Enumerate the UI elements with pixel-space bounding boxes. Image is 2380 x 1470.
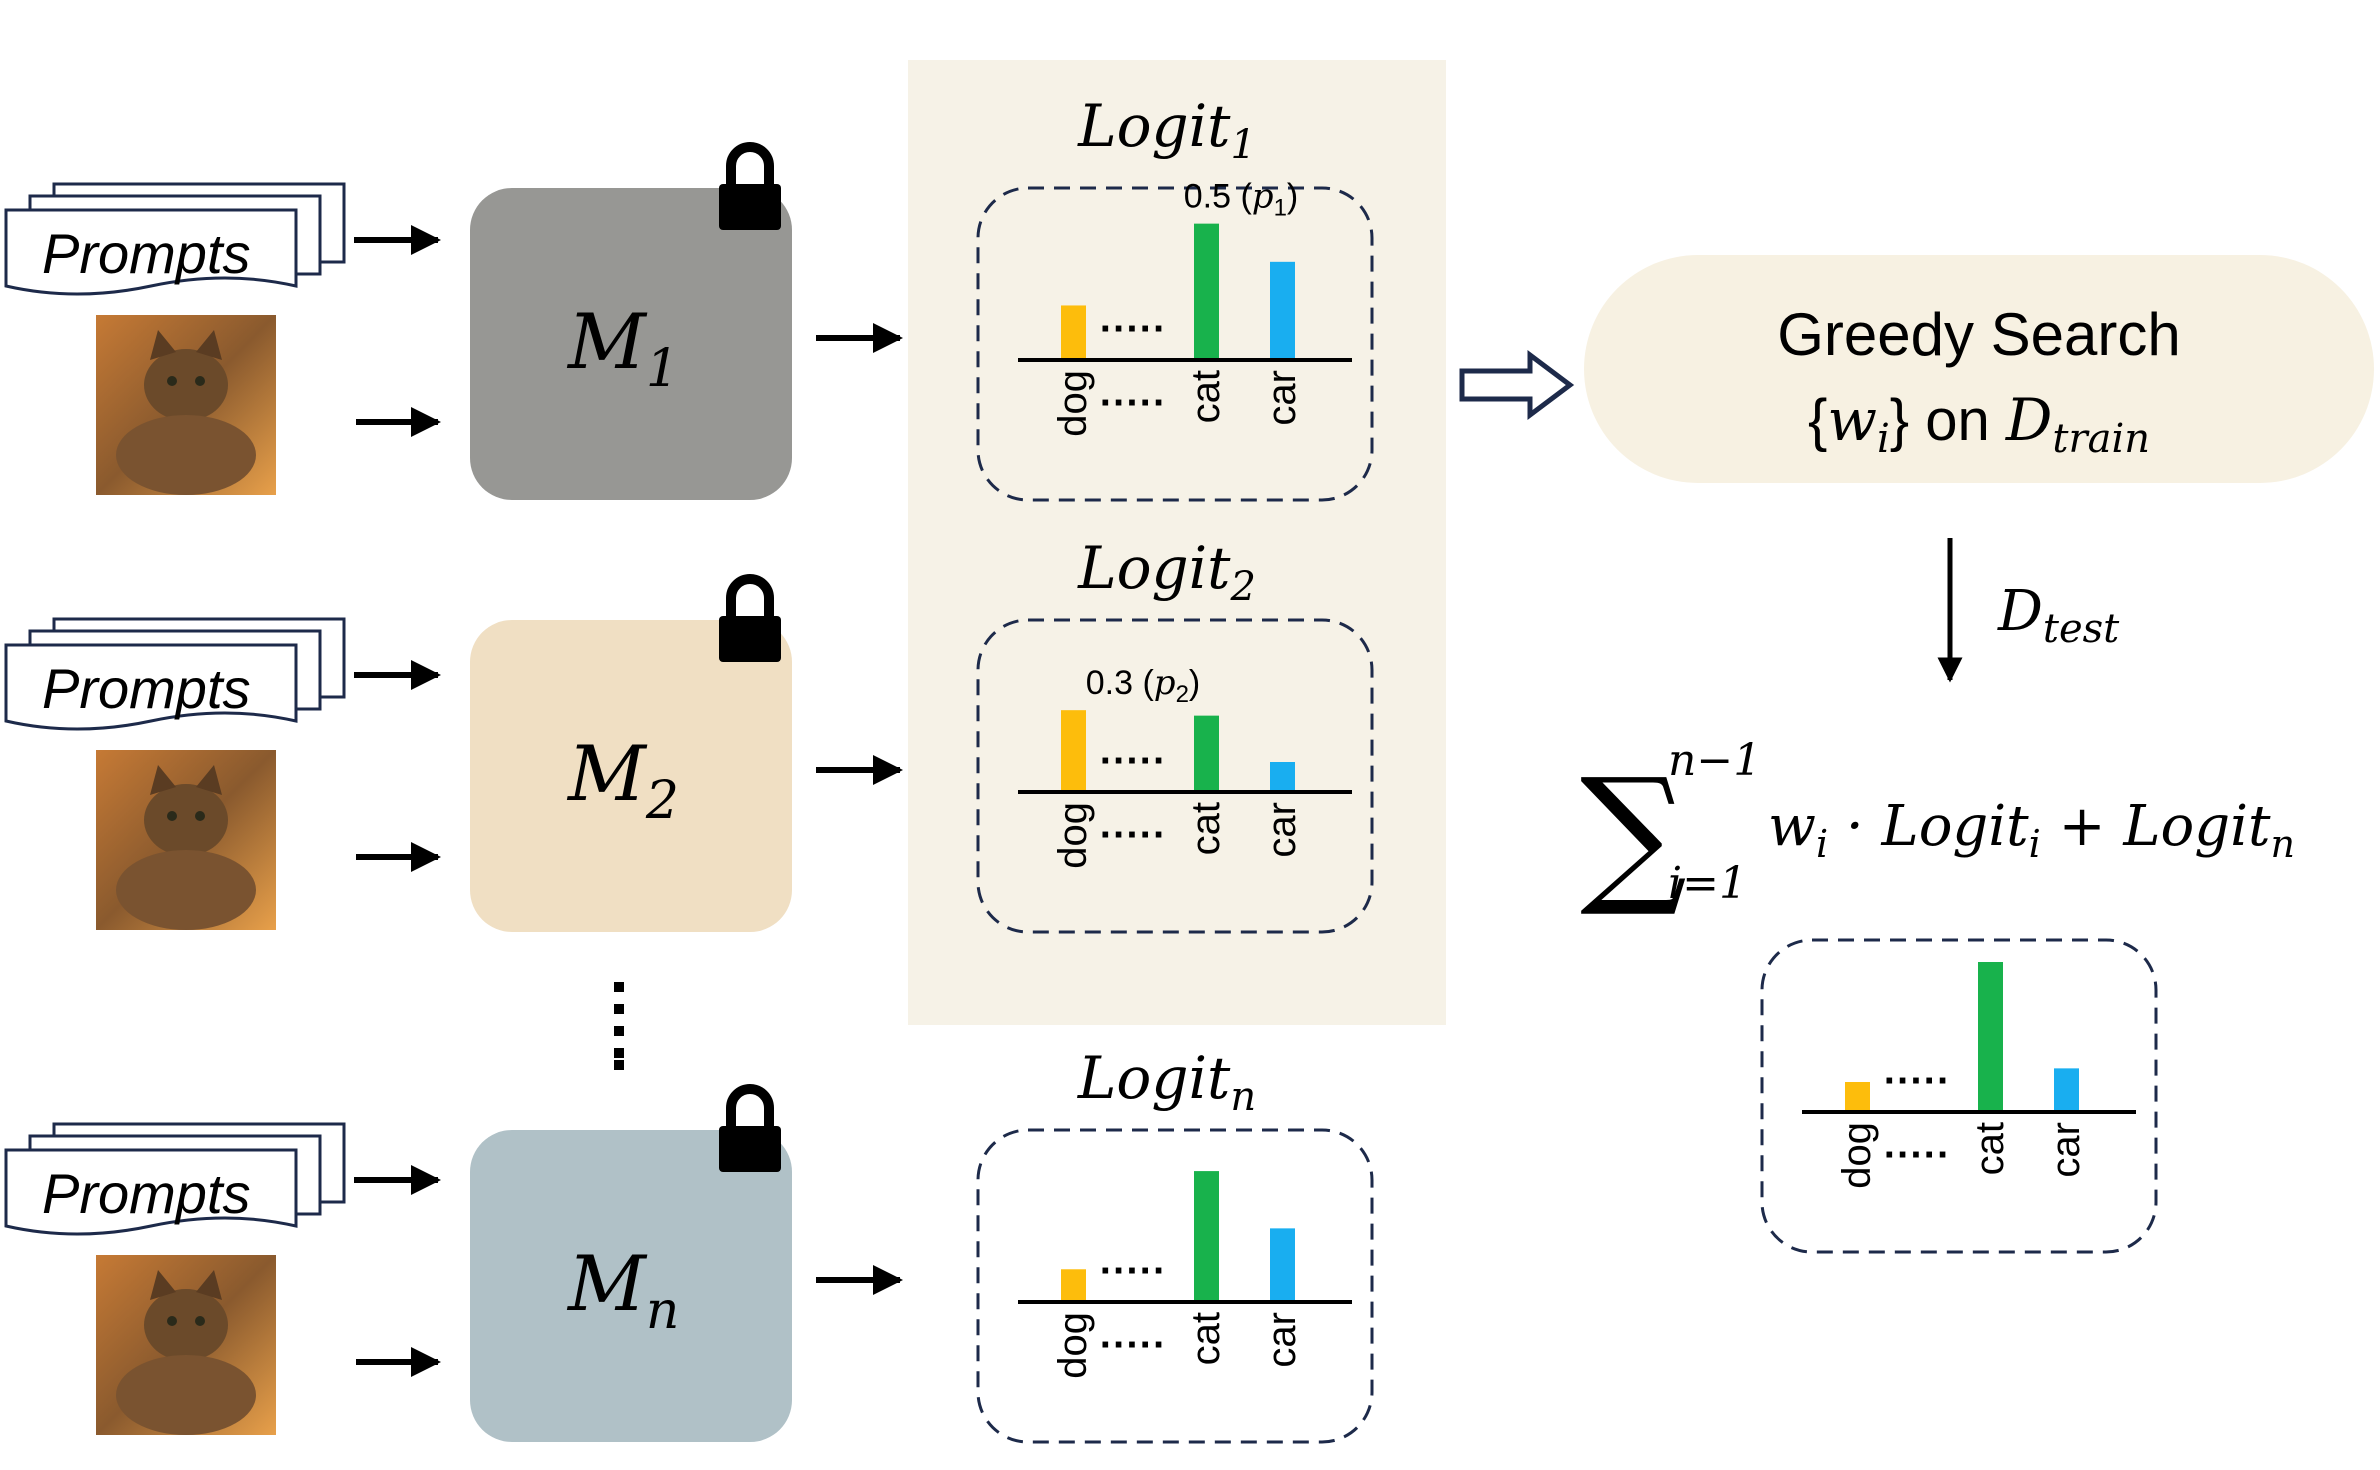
bar-car: [1270, 1228, 1295, 1302]
bar-ellipsis: ·····: [1100, 307, 1167, 351]
model-ellipsis: [614, 982, 624, 1070]
tick-label-car: car: [1260, 802, 1304, 858]
bar-annotation: 0.3 (p2): [1086, 663, 1201, 708]
label-ellipsis: ·····: [1100, 1323, 1167, 1367]
tick-label-cat: cat: [1184, 802, 1228, 855]
cat-photo-icon: [96, 750, 276, 930]
ensemble-formula: ∑ n−1 i=1 wi · Logiti + Logitn: [1580, 735, 2295, 921]
hollow-arrow-icon: [1459, 350, 1575, 420]
model-label: M2: [566, 729, 679, 831]
prompt-label: Prompts: [42, 657, 251, 720]
bar-car: [2054, 1068, 2079, 1112]
prompt-card-front: [4, 208, 298, 296]
tick-label-cat: cat: [1184, 370, 1228, 423]
model-box: [470, 188, 792, 500]
bar-cat: [1978, 962, 2003, 1112]
greedy-search-subtitle: {wi} on Dtrain: [1808, 386, 2150, 462]
prompt-card-front: [4, 1148, 298, 1236]
bar-dog: [1845, 1082, 1870, 1112]
tick-label-cat: cat: [1968, 1122, 2012, 1175]
chart-dashed-frame: [976, 618, 1374, 934]
model-box: [470, 620, 792, 932]
bar-ellipsis: ·····: [1100, 1249, 1167, 1293]
chart-dashed-frame: [976, 1128, 1374, 1444]
bar-cat: [1194, 223, 1219, 360]
chart-dashed-frame: [976, 186, 1374, 502]
bar-ellipsis: ·····: [1884, 1059, 1951, 1103]
test-set-label: Dtest: [1997, 579, 2120, 652]
chart-title: Logit1: [1077, 92, 1256, 168]
sum-upper-limit: n−1: [1668, 735, 1761, 786]
bar-car: [1270, 762, 1295, 792]
bar-cat: [1194, 1171, 1219, 1302]
greedy-search-title: Greedy Search: [1777, 301, 2181, 368]
prompt-label: Prompts: [42, 222, 251, 285]
tick-label-car: car: [1260, 1312, 1304, 1368]
bar-dog: [1061, 1269, 1086, 1302]
prompt-card-front: [4, 643, 298, 731]
input-row-2: Prompts: [4, 617, 441, 930]
tick-label-car: car: [2044, 1122, 2088, 1178]
chart-title: Logitn: [1077, 1044, 1256, 1120]
input-row-1: Prompts: [4, 182, 441, 495]
tick-label-dog: dog: [1835, 1122, 1879, 1189]
bar-ellipsis: ·····: [1100, 739, 1167, 783]
lock-icon: [719, 1084, 781, 1172]
bar-annotation: 0.5 (p1): [1184, 177, 1299, 222]
label-ellipsis: ·····: [1884, 1133, 1951, 1177]
tick-label-cat: cat: [1184, 1312, 1228, 1365]
bar-dog: [1061, 710, 1086, 792]
model-box: [470, 1130, 792, 1442]
cat-photo-icon: [96, 315, 276, 495]
model-n: Mn: [470, 1084, 903, 1442]
chart-title: Logit2: [1077, 534, 1256, 610]
prompt-label: Prompts: [42, 1162, 251, 1225]
chart-dashed-frame: [1760, 938, 2158, 1254]
bar-car: [1270, 261, 1295, 360]
model-label: M1: [566, 297, 679, 399]
model-label: Mn: [566, 1239, 679, 1341]
cat-photo-icon: [96, 1255, 276, 1435]
greedy-search-pill: [1584, 255, 2374, 483]
lock-icon: [719, 574, 781, 662]
tick-label-dog: dog: [1051, 370, 1095, 437]
bar-cat: [1194, 715, 1219, 792]
model-1: M1: [470, 142, 903, 500]
tick-label-dog: dog: [1051, 802, 1095, 869]
tick-label-dog: dog: [1051, 1312, 1095, 1379]
sum-symbol: ∑: [1580, 747, 1687, 921]
model-2: M2: [470, 574, 903, 932]
formula-body: wi · Logiti + Logitn: [1768, 794, 2295, 866]
logits-panel: [908, 60, 1446, 1025]
bar-dog: [1061, 305, 1086, 360]
sum-lower-limit: i=1: [1668, 858, 1747, 909]
label-ellipsis: ·····: [1100, 381, 1167, 425]
label-ellipsis: ·····: [1100, 813, 1167, 857]
input-row-3: Prompts: [4, 1122, 441, 1435]
tick-label-car: car: [1260, 370, 1304, 426]
lock-icon: [719, 142, 781, 230]
